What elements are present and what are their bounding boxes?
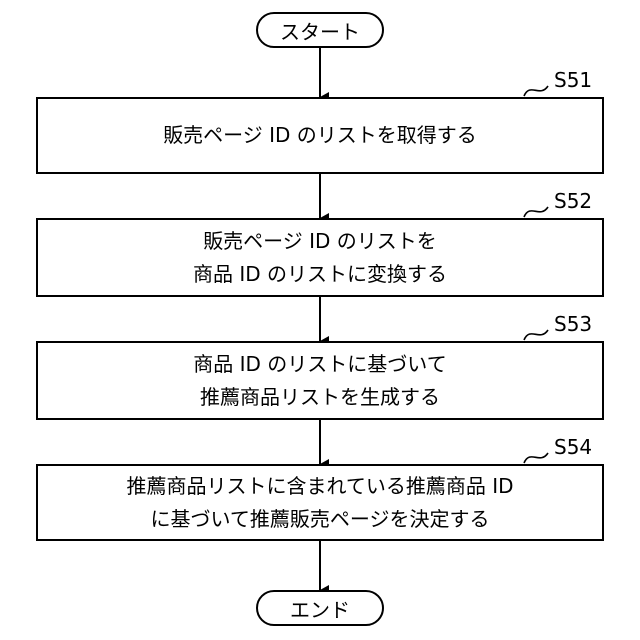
step-s52: 販売ページ ID のリストを 商品 ID のリストに変換する (36, 218, 604, 297)
step-s52-text-line-2: 商品 ID のリストに変換する (193, 258, 447, 291)
leader-s53 (524, 330, 548, 340)
start-label: スタート (280, 16, 360, 45)
step-s54: 推薦商品リストに含まれている推薦商品 ID に基づいて推薦販売ページを決定する (36, 464, 604, 541)
step-s53-text-line-2: 推薦商品リストを生成する (200, 381, 440, 414)
step-s53-text-line-1: 商品 ID のリストに基づいて (193, 348, 446, 381)
start-terminal: スタート (256, 12, 384, 48)
end-label: エンド (290, 594, 350, 623)
step-id-s51: S51 (554, 68, 592, 92)
end-terminal: エンド (256, 590, 384, 626)
step-id-s54: S54 (554, 435, 592, 459)
leader-s54 (524, 453, 548, 463)
step-s54-text-line-2: に基づいて推薦販売ページを決定する (151, 503, 490, 536)
step-s52-text-line-1: 販売ページ ID のリストを (203, 225, 437, 258)
step-s51: 販売ページ ID のリストを取得する (36, 97, 604, 174)
step-s51-text-line-1: 販売ページ ID のリストを取得する (163, 119, 477, 152)
step-id-s53: S53 (554, 312, 592, 336)
step-s53: 商品 ID のリストに基づいて 推薦商品リストを生成する (36, 341, 604, 420)
step-s54-text-line-1: 推薦商品リストに含まれている推薦商品 ID (126, 470, 513, 503)
leader-s52 (524, 207, 548, 217)
step-id-s52: S52 (554, 189, 592, 213)
leader-s51 (524, 86, 548, 96)
